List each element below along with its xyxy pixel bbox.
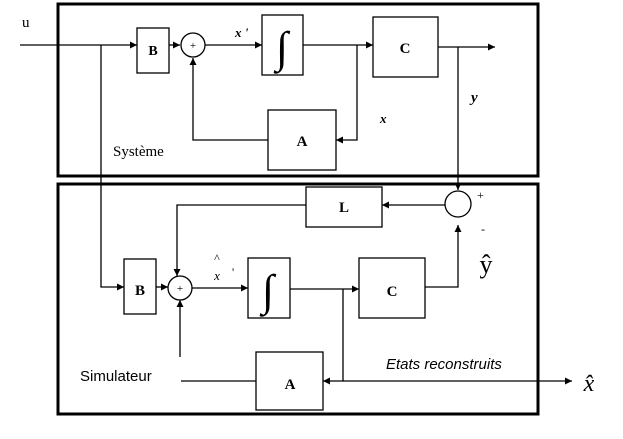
system-title: Système — [113, 144, 164, 160]
simulator-c-label: C — [387, 284, 398, 300]
simulator-integrator-block — [247, 257, 291, 319]
simulator-integral-sign: ∫ — [259, 266, 277, 317]
system-group — [20, 14, 495, 291]
system-frame — [56, 2, 540, 178]
system-a-to-sum — [189, 58, 268, 141]
error-junction — [444, 190, 472, 218]
system-integral-sign: ∫ — [273, 23, 291, 74]
simulator-l-label: L — [339, 200, 349, 216]
simulator-state-to-a — [323, 289, 344, 385]
simulator-b-label: B — [135, 283, 145, 299]
error-minus-sign: - — [481, 222, 485, 236]
simulator-frame — [56, 182, 540, 416]
system-a-label: A — [297, 134, 308, 150]
u-branch-to-simulator — [100, 45, 124, 291]
simulator-group — [123, 186, 572, 411]
xhatdot-prime: ' — [232, 265, 234, 279]
state-x-label: x — [379, 111, 387, 126]
l-to-sum-line — [173, 204, 306, 276]
input-u-label: u — [22, 15, 30, 31]
output-y-label: y — [469, 90, 478, 106]
yhat-to-error-line — [425, 225, 462, 288]
simulator-a-label: A — [285, 377, 296, 393]
system-sum-sign: + — [190, 40, 196, 52]
xhat-output-label: x̂ — [583, 371, 595, 397]
system-state-to-a — [336, 45, 358, 144]
system-a-block — [267, 109, 337, 171]
system-xdot-label: x ' — [234, 25, 249, 40]
error-plus-sign: + — [477, 188, 484, 202]
simulator-sum-sign: + — [177, 283, 183, 295]
system-b-label: B — [148, 44, 157, 59]
simulator-l-block — [305, 186, 383, 228]
system-b-block — [136, 27, 170, 74]
simulator-title: Simulateur — [80, 368, 152, 385]
xhatdot-hat: ^ — [214, 251, 220, 265]
yhat-label: ŷ — [480, 250, 493, 279]
simulator-c-block — [358, 257, 426, 319]
system-c-label: C — [400, 41, 411, 57]
reconstructed-states-label: Etats reconstruits — [386, 356, 502, 373]
xhatdot-x: x — [213, 268, 220, 283]
